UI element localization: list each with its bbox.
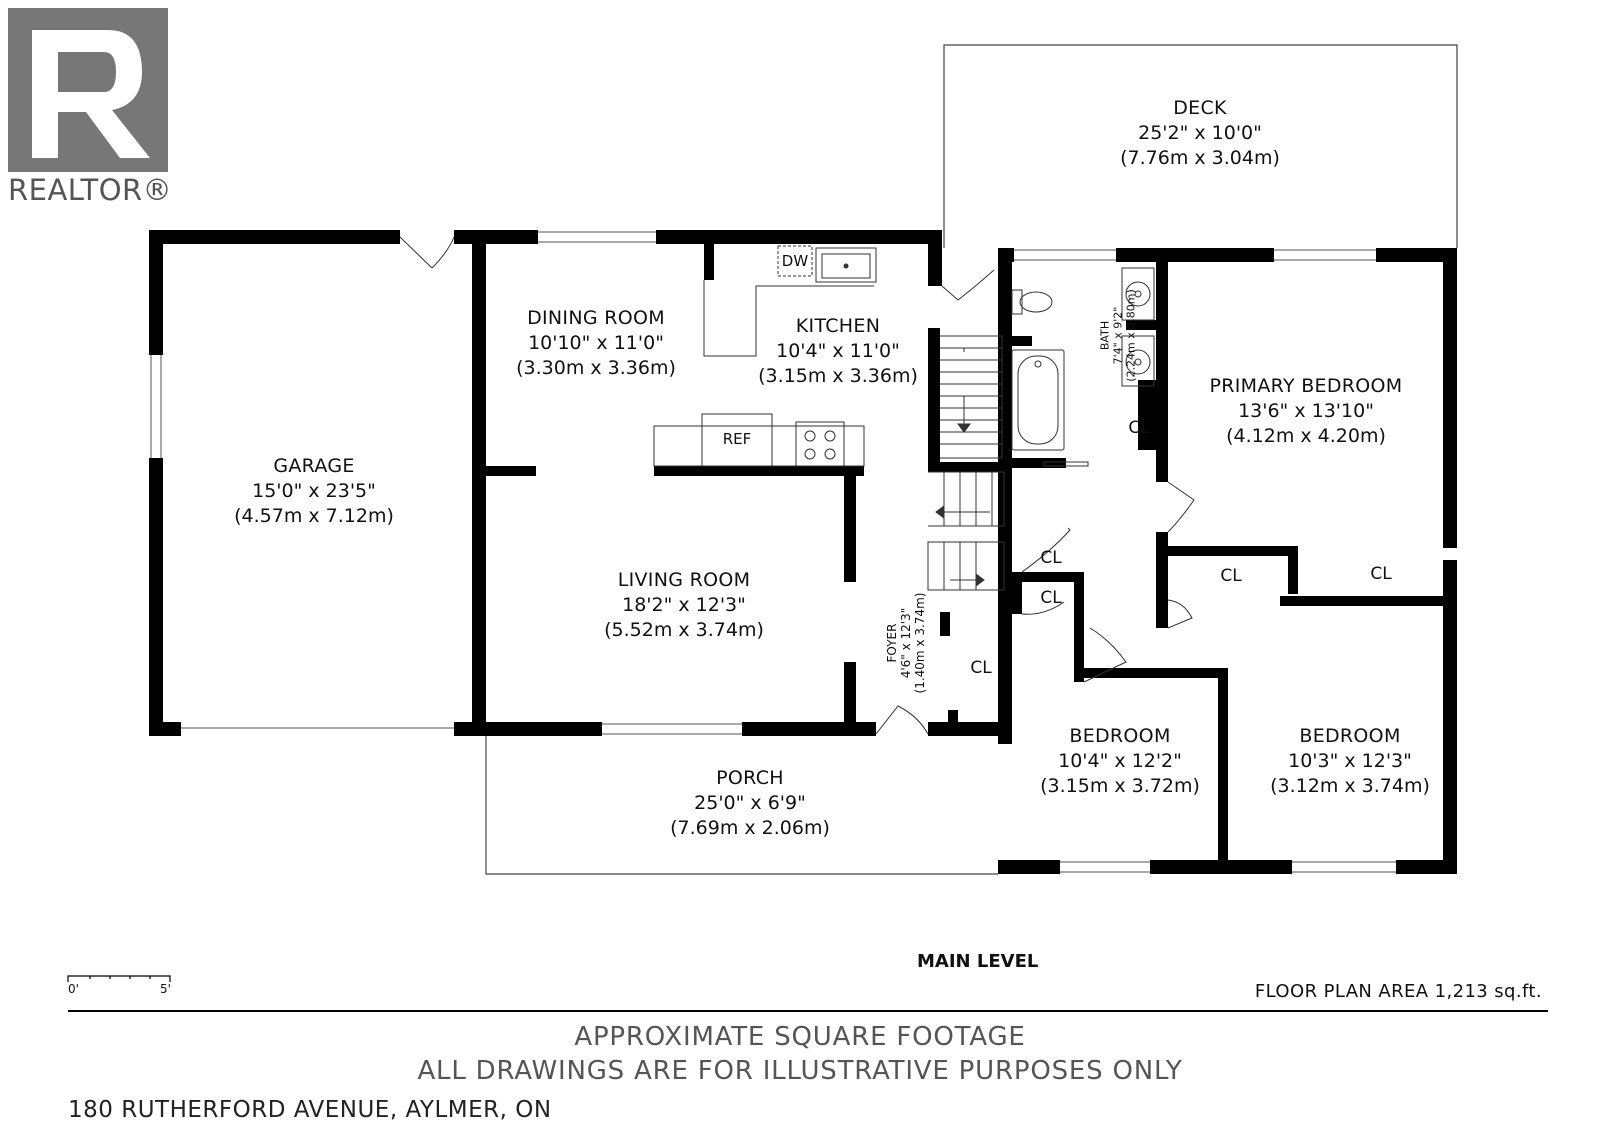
room-label-bath: BATH 7'4" x 9'2" (2.24m x 2.80m) [1099,276,1138,396]
room-label-kitchen: KITCHEN 10'4" x 11'0" (3.15m x 3.36m) [748,314,928,389]
closet-label: CL [1128,418,1150,438]
room-label-bedroom: BEDROOM 10'3" x 12'3" (3.12m x 3.74m) [1260,724,1440,799]
room-name: LIVING ROOM [617,569,751,591]
room-imperial: 18'2" x 12'3" [622,594,746,616]
closet-label: CL [1370,564,1392,584]
room-label-dining: DINING ROOM 10'10" x 11'0" (3.30m x 3.36… [506,306,686,381]
stairs [927,335,1005,591]
footer-disclaimer-2: ALL DRAWINGS ARE FOR ILLUSTRATIVE PURPOS… [417,1056,1183,1086]
kitchen-fixtures [653,245,877,467]
room-label-foyer: FOYER 4'6" x 12'3" (1.40m x 3.74m) [885,573,927,713]
room-label-garage: GARAGE 15'0" x 23'5" (4.57m x 7.12m) [224,454,404,529]
floor-plan-area: FLOOR PLAN AREA 1,213 sq.ft. [1254,981,1542,1002]
room-imperial: 15'0" x 23'5" [252,480,376,502]
sink-icon [1121,335,1155,387]
room-imperial: 7'4" x 9'2" [1111,306,1125,365]
room-metric: (2.24m x 2.80m) [1124,289,1138,382]
room-metric: (3.15m x 3.36m) [758,365,918,387]
room-metric: (7.69m x 2.06m) [670,817,830,839]
room-imperial: 10'10" x 11'0" [528,332,664,354]
bath-fixtures [1011,267,1155,467]
room-name: BEDROOM [1299,725,1401,747]
room-name: FOYER [885,623,899,663]
room-metric: (3.30m x 3.36m) [516,357,676,379]
bathtub-icon [1011,349,1065,451]
realtor-logo-icon [8,8,168,172]
doors [399,236,1195,735]
toilet-tank-icon [1011,289,1023,315]
windows [150,231,1396,873]
footer-rule [68,1010,1548,1012]
deck-outline [943,44,1458,248]
closet-label: CL [1040,548,1062,568]
room-label-primary-bedroom: PRIMARY BEDROOM 13'6" x 13'10" (4.12m x … [1196,374,1416,449]
level-title: MAIN LEVEL [917,951,1039,972]
closet-label: CL [970,658,992,678]
room-name: BEDROOM [1069,725,1171,747]
realtor-logo-text: REALTOR® [8,173,173,207]
room-label-bedroom: BEDROOM 10'4" x 12'2" (3.15m x 3.72m) [1030,724,1210,799]
room-name: DECK [1173,97,1227,119]
porch-outline [485,734,998,875]
room-metric: (3.15m x 3.72m) [1040,775,1200,797]
dishwasher-icon [777,245,813,277]
refrigerator-icon [701,413,773,467]
room-name: PORCH [716,767,784,789]
room-name: PRIMARY BEDROOM [1209,375,1403,397]
room-metric: (7.76m x 3.04m) [1120,147,1280,169]
room-name: GARAGE [273,455,355,477]
closet-label: CL [1040,588,1062,608]
scale-start-label: 0' [68,982,79,996]
room-imperial: 13'6" x 13'10" [1238,400,1374,422]
room-imperial: 25'0" x 6'9" [694,792,806,814]
walls [149,230,1457,874]
sink-icon [815,247,877,283]
room-metric: (4.57m x 7.12m) [234,505,394,527]
room-name: KITCHEN [795,315,881,337]
room-label-living: LIVING ROOM 18'2" x 12'3" (5.52m x 3.74m… [594,568,774,643]
room-imperial: 25'2" x 10'0" [1138,122,1262,144]
refrigerator-label: REF [722,430,752,448]
room-label-deck: DECK 25'2" x 10'0" (7.76m x 3.04m) [1110,96,1290,171]
toilet-icon [1019,291,1053,313]
closet-label: CL [1220,566,1242,586]
room-imperial: 10'4" x 11'0" [776,340,900,362]
room-metric: (3.12m x 3.74m) [1270,775,1430,797]
scale-bar [67,975,171,982]
room-metric: (1.40m x 3.74m) [913,592,927,694]
stove-icon [795,421,845,467]
room-imperial: 4'6" x 12'3" [899,607,913,679]
scale-end-label: 5' [160,982,171,996]
footer-disclaimer-1: APPROXIMATE SQUARE FOOTAGE [574,1022,1026,1052]
room-name: DINING ROOM [527,307,665,329]
property-address: 180 RUTHERFORD AVENUE, AYLMER, ON [68,1097,552,1123]
sink-icon [1121,267,1155,321]
room-imperial: 10'3" x 12'3" [1288,750,1412,772]
room-metric: (4.12m x 4.20m) [1226,425,1386,447]
dishwasher-label: DW [781,252,809,270]
room-label-porch: PORCH 25'0" x 6'9" (7.69m x 2.06m) [660,766,840,841]
room-name: BATH [1098,320,1112,351]
room-metric: (5.52m x 3.74m) [604,619,764,641]
room-imperial: 10'4" x 12'2" [1058,750,1182,772]
